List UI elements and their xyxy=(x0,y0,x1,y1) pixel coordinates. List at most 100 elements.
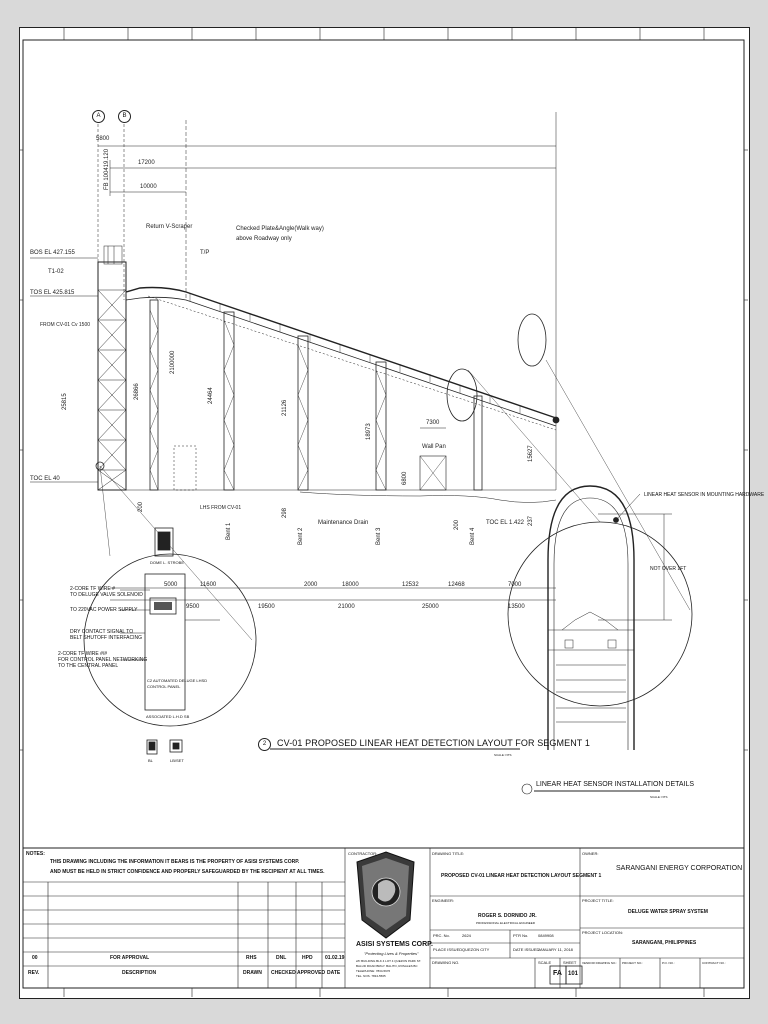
drawing-title: PROPOSED CV-01 LINEAR HEAT DETECTION LAY… xyxy=(441,873,602,879)
not-over-label: NOT OVER 1FT xyxy=(650,566,687,572)
ptr-label: PTR No. xyxy=(513,933,529,938)
icon-lbset-label: LB/SET xyxy=(170,758,184,763)
rev-row-date: 01.02.19 xyxy=(325,955,345,961)
confidential-note-1: THIS DRAWING INCLUDING THE INFORMATION I… xyxy=(50,859,300,865)
hdim-top-2: 2000 xyxy=(304,582,318,588)
hdim-top-1: 11600 xyxy=(200,582,217,588)
hdim-top-3: 18000 xyxy=(342,582,359,588)
hdim-bottom-3: 25000 xyxy=(422,604,439,610)
vdim-298: 298 xyxy=(282,507,288,518)
hdim-top-4: 12532 xyxy=(402,582,419,588)
hdim-bottom-4: 13500 xyxy=(508,604,525,610)
hdim-top-0: 5000 xyxy=(164,582,178,588)
callout-lhs-from: LHS FROM CV-01 xyxy=(200,505,242,511)
bent-1: Bent 1 xyxy=(226,522,232,540)
hdim-top-5: 12468 xyxy=(448,582,465,588)
note-belt-shutoff: BELT SHUTOFF INTERFACING xyxy=(70,635,142,641)
note-deluge-wire: 2-CORE TF WIRE # xyxy=(70,586,115,592)
fa-code: FA xyxy=(553,970,562,977)
bent-2: Bent 2 xyxy=(298,527,304,545)
callout-checked-plate: Checked Plate&Angle(Walk way) xyxy=(236,226,324,232)
vdim-6800: 6800 xyxy=(402,471,408,485)
vdim-15627: 15627 xyxy=(528,445,534,462)
grid-bubble-a: A xyxy=(92,110,105,123)
sensor-label: LINEAR HEAT SENSOR IN MOUNTING HARDWARE xyxy=(644,492,765,498)
detail-view-scale: SCALE: NTS xyxy=(650,795,668,799)
from-cv-label: FROM CV-01 Cv 1500 xyxy=(40,322,91,328)
company-name: ASISI SYSTEMS CORP. xyxy=(356,941,433,948)
rev-row-drawn: RHS xyxy=(246,955,257,961)
owner-label: OWNER: xyxy=(582,851,599,856)
rev-row-desc: FOR APPROVAL xyxy=(110,955,150,961)
vdim-26866: 26866 xyxy=(134,383,140,400)
header-description: DESCRIPTION xyxy=(122,970,157,976)
elevation-bos: BOS EL 427.155 xyxy=(30,250,75,256)
sheet-number: 101 xyxy=(568,971,579,977)
vdim-18973: 18973 xyxy=(366,423,372,440)
vdim-25815: 25815 xyxy=(62,393,68,410)
bent-4: Bent 4 xyxy=(470,527,476,545)
icon-bl-label: BL xyxy=(148,758,153,763)
dim-fb: FB 100419.120 xyxy=(104,148,110,190)
engineer-label: ENGINEER: xyxy=(432,898,455,903)
po-no-label: P.O. NO.: xyxy=(662,961,675,965)
notes-label: NOTES: xyxy=(26,851,45,857)
panel-bottom-label: ASSOCIATED L.H.D SB xyxy=(146,714,190,719)
place-label: PLACE ISSUED xyxy=(433,947,463,952)
scale-label: SCALE xyxy=(538,960,552,965)
sheet-label: SHEET xyxy=(563,960,577,965)
confidential-note-2: AND MUST BE HELD IN STRICT CONFIDENCE AN… xyxy=(50,869,325,875)
vdim-200b: 200 xyxy=(454,519,460,530)
address-1: 2/F BUILDING BLK 4 LOT 4 QUEZON PARK ST. xyxy=(356,959,422,963)
contract-no-label: CONTRACT NO.: xyxy=(702,961,726,965)
header-drawn: DRAWN xyxy=(243,970,262,976)
title-number-bubble: 2 xyxy=(258,738,271,751)
drawing-title-label: DRAWING TITLE: xyxy=(432,851,465,856)
detail-view-title: LINEAR HEAT SENSOR INSTALLATION DETAILS xyxy=(536,781,695,788)
rev-row-approved: HPD xyxy=(302,955,313,961)
hdim-top-6: 7000 xyxy=(508,582,522,588)
note-central-panel: TO THE CENTRAL PANEL xyxy=(58,663,119,669)
note-deluge-solenoid: TO DELUGE VALVE SOLENOID xyxy=(70,592,143,598)
contractor-label: CONTRACTOR: xyxy=(348,851,378,856)
note-power-supply: TO 220VAC POWER SUPPLY xyxy=(70,607,138,613)
ptr-value: 0849908 xyxy=(538,933,554,938)
elevation-t1: T1-02 xyxy=(48,269,64,275)
elevation-toc: TOC EL 40 xyxy=(30,476,60,482)
project-title-label: PROJECT TITLE: xyxy=(582,898,614,903)
engineer-name: ROGER S. DORNIDO JR. xyxy=(478,913,537,919)
hdim-bottom-1: 19500 xyxy=(258,604,275,610)
date-label: DATE ISSUED xyxy=(513,947,540,952)
engineer-role: PROFESSIONAL ELECTRICAL ENGINEER xyxy=(476,921,535,925)
project-title: DELUGE WATER SPRAY SYSTEM xyxy=(628,909,708,915)
elevation-toc-right: TOC EL 1.422 xyxy=(486,520,525,526)
note-dry-contact: DRY CONTACT SIGNAL TO xyxy=(70,629,134,635)
vdim-21126: 21126 xyxy=(282,399,288,416)
vdim-2100000: 2100000 xyxy=(170,350,176,374)
project-no-label: PROJECT NO.: xyxy=(622,961,643,965)
prc-label: PRC. No. xyxy=(433,933,450,938)
owner-name: SARANGANI ENERGY CORPORATION xyxy=(616,865,743,872)
grid-bubble-b: B xyxy=(118,110,131,123)
date-value: JANUARY 11, 2018 xyxy=(538,947,573,952)
address-2: BALUD ROAD BRGY. BALITO, ROSALES BC xyxy=(356,964,418,968)
main-view-scale: SCALE: NTS xyxy=(494,753,512,757)
note-panel-networking: FOR CONTROL PANEL NETWORKING xyxy=(58,657,148,663)
header-approved: APPROVED xyxy=(297,970,326,976)
main-view-title: CV-01 PROPOSED LINEAR HEAT DETECTION LAY… xyxy=(277,738,590,748)
callout-return-scraper: Return V-Scraper xyxy=(146,224,193,230)
project-location: SARANGANI, PHILIPPINES xyxy=(632,940,697,946)
panel-label-1: C2 AUTOMATED DELUGE LHSD xyxy=(147,678,208,683)
header-checked: CHECKED xyxy=(271,970,296,976)
address-4: TEL. NOS. 7834-5565 xyxy=(356,974,386,978)
callout-maintenance-drain: Maintenance Drain xyxy=(318,520,369,526)
address-3: TELEPHONE: 7834-5976 xyxy=(356,969,391,973)
dim-17200: 17200 xyxy=(138,160,155,166)
vendor-drawing-label: VENDOR DRAWING NO.: xyxy=(582,961,618,965)
vdim-24464: 24464 xyxy=(208,387,214,404)
company-tagline: "Protecting Lives & Properties" xyxy=(364,951,419,956)
header-rev: REV. xyxy=(28,970,40,976)
bent-3: Bent 3 xyxy=(376,527,382,545)
rev-row-no: 00 xyxy=(32,955,38,961)
dome-strobe-label: DOME L. STROBE xyxy=(150,560,185,565)
